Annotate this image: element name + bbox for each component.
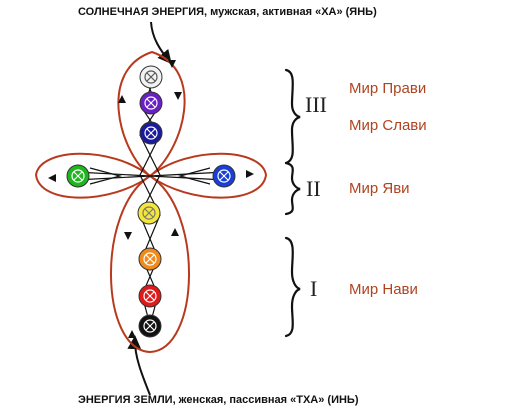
brace-I [284, 236, 301, 338]
left-loop [34, 152, 152, 199]
brace-II [284, 161, 301, 216]
top-caption: СОЛНЕЧНАЯ ЭНЕРГИЯ, мужская, активная «ХА… [78, 6, 377, 18]
world-navi-label: Мир Нави [349, 281, 418, 298]
world-pravi-label: Мир Прави [349, 80, 427, 97]
numeral-III: III [305, 92, 327, 117]
bottom-caption: ЭНЕРГИЯ ЗЕМЛИ, женская, пассивная «ТХА» … [78, 394, 359, 406]
earth-energy-line [127, 335, 151, 396]
world-yavi-label: Мир Яви [349, 180, 410, 197]
right-loop [148, 152, 268, 199]
bottom-loop [110, 174, 190, 354]
numeral-I: I [310, 276, 318, 301]
world-slavi-label: Мир Слави [349, 117, 427, 134]
solar-energy-line [150, 21, 172, 65]
numeral-II: II [306, 176, 321, 201]
brace-III [284, 68, 301, 165]
top-loop [117, 50, 186, 178]
